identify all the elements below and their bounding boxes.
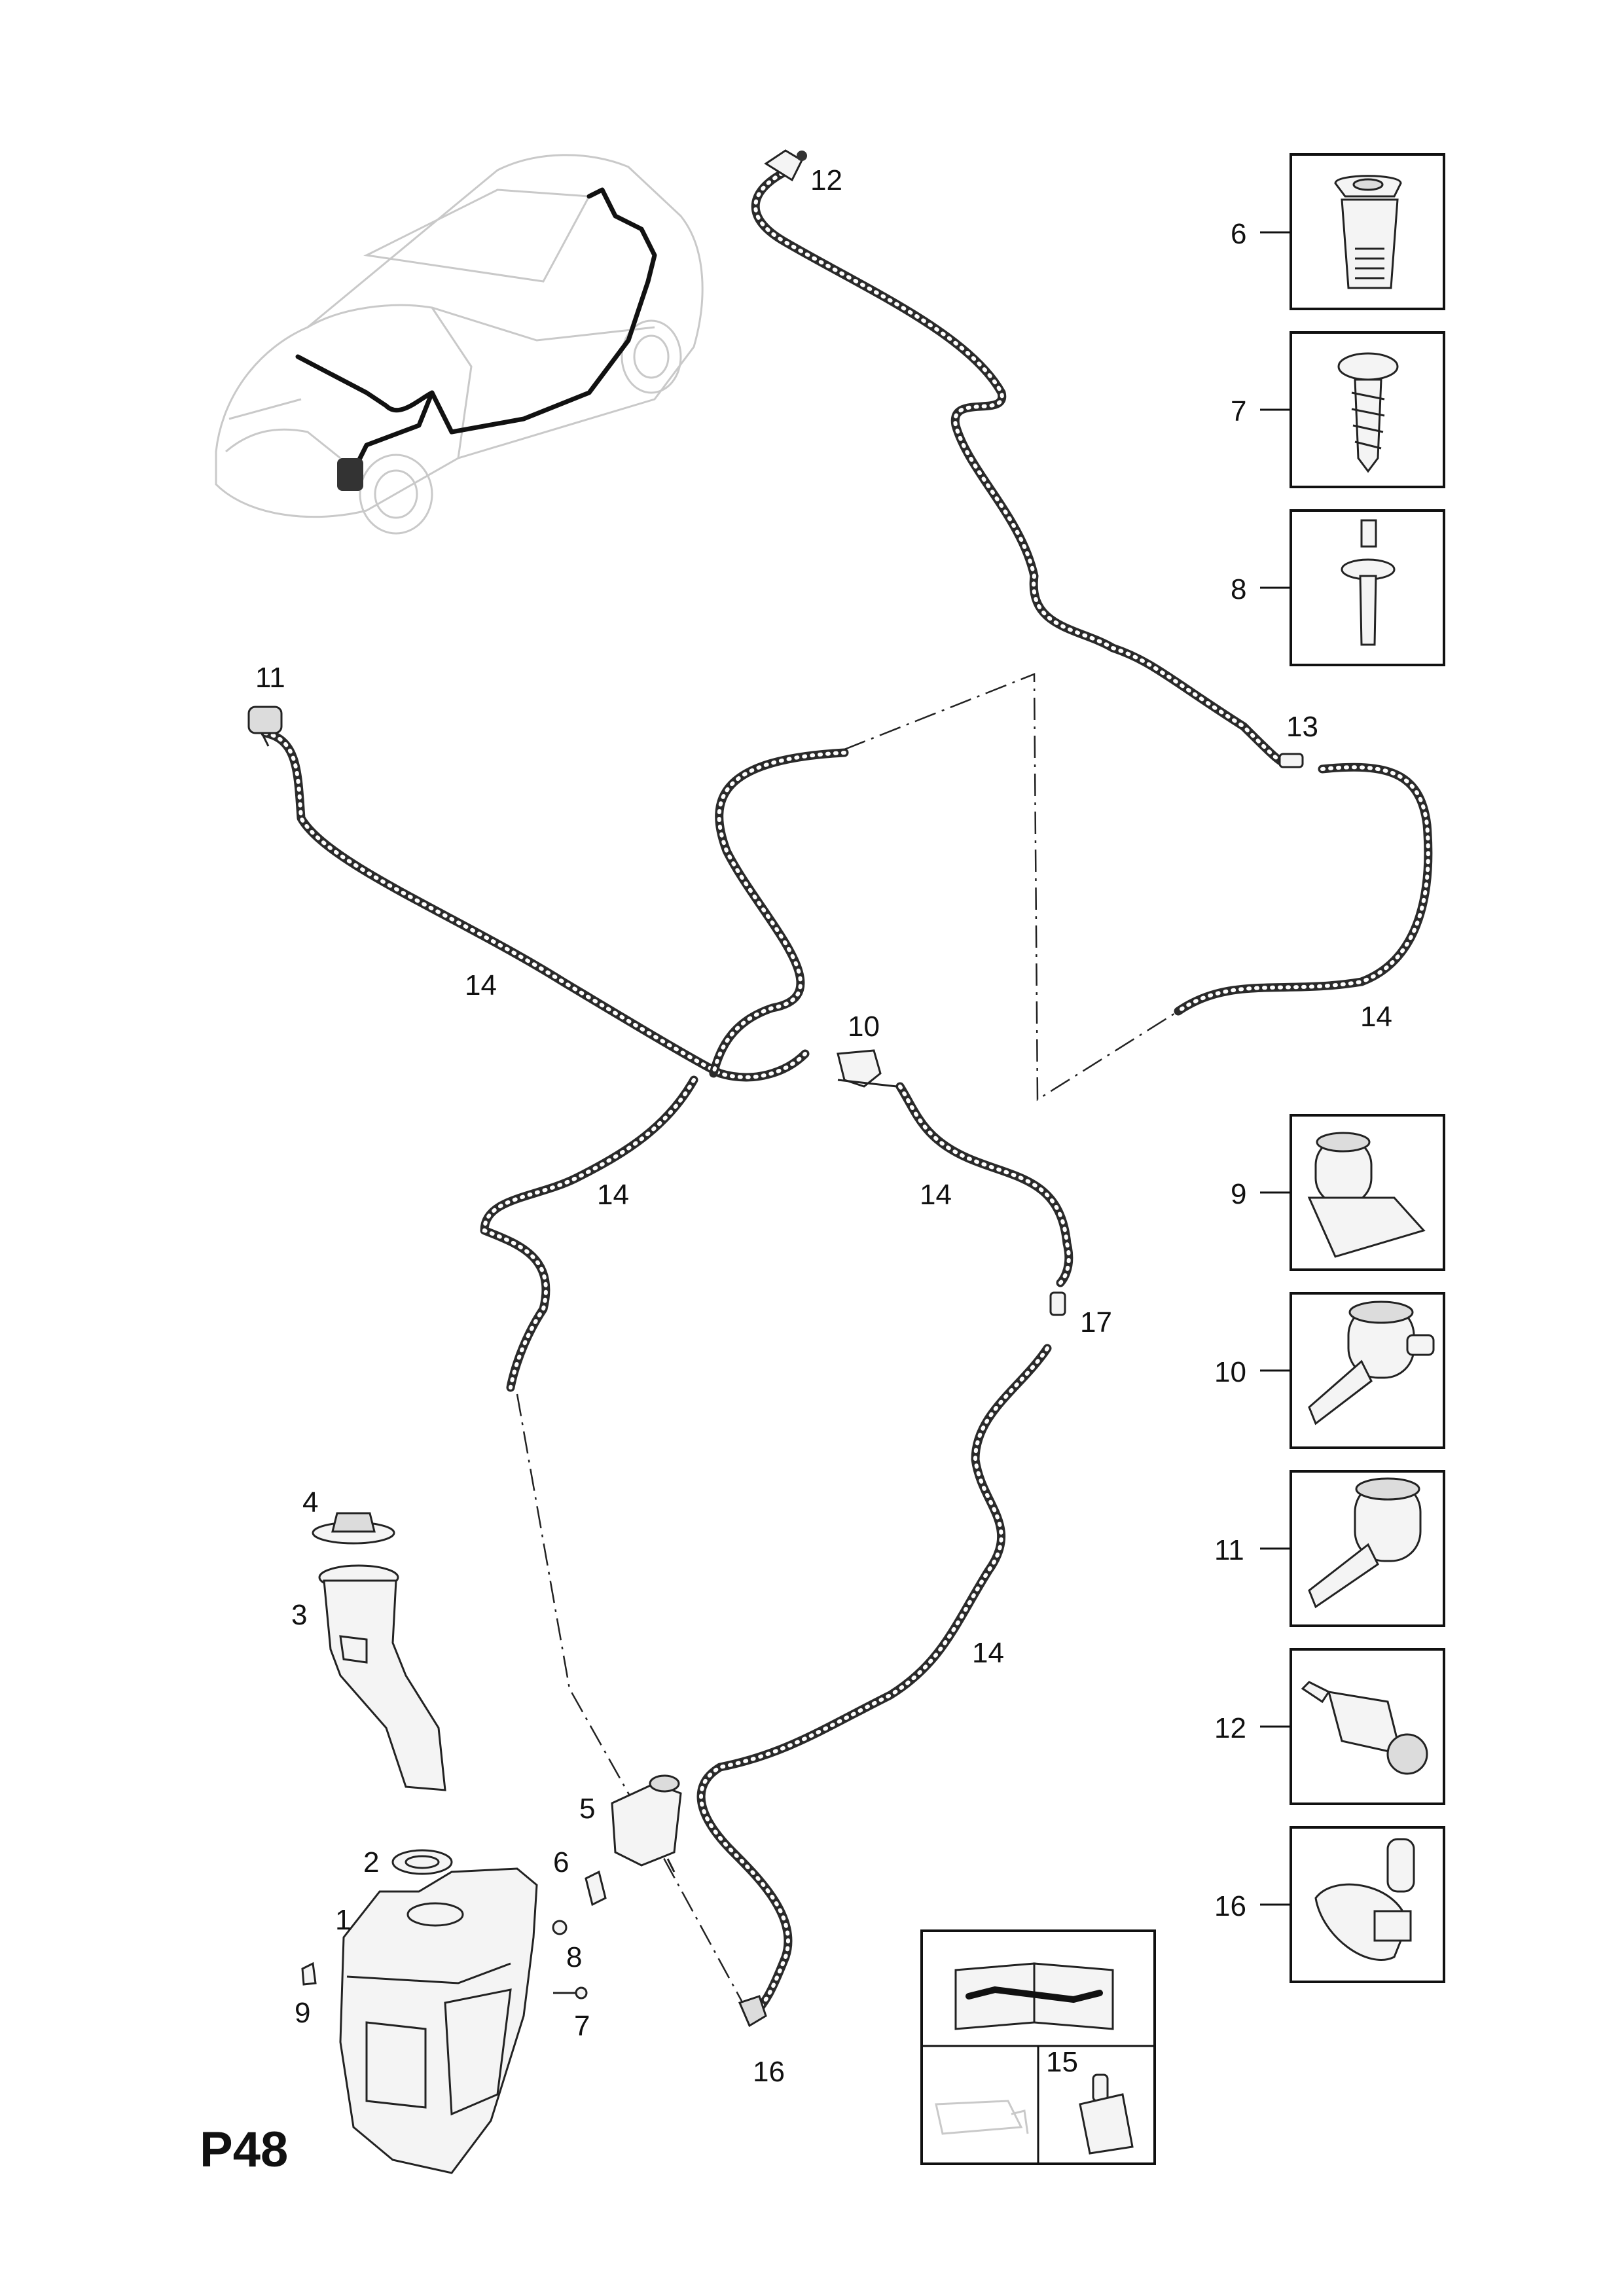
elbow-16 bbox=[738, 1995, 767, 2028]
sealant-bottle-icon bbox=[1079, 2073, 1134, 2155]
hose-14-mid-left bbox=[480, 1075, 698, 1392]
callout-8: 8 bbox=[566, 1941, 582, 1973]
callout-7: 7 bbox=[574, 2010, 590, 2042]
callout-4: 4 bbox=[302, 1486, 318, 1518]
inset-16 bbox=[1290, 1826, 1445, 1983]
fluid-icon bbox=[935, 2100, 1029, 2135]
reservoir-assembly bbox=[301, 1512, 682, 2174]
inset-label-6: 6 bbox=[1231, 218, 1246, 250]
callout-1: 1 bbox=[335, 1904, 351, 1936]
inset-label-12: 12 bbox=[1214, 1712, 1246, 1744]
callout-2: 2 bbox=[363, 1846, 379, 1878]
callout-10: 10 bbox=[848, 1011, 880, 1043]
inset-9 bbox=[1290, 1114, 1445, 1271]
callout-13: 13 bbox=[1286, 711, 1318, 743]
callout-9: 9 bbox=[295, 1997, 310, 2029]
callout-14c: 14 bbox=[920, 1179, 952, 1211]
callout-12: 12 bbox=[810, 164, 842, 196]
callout-5: 5 bbox=[579, 1793, 595, 1825]
callout-16: 16 bbox=[753, 2056, 785, 2088]
inset-7 bbox=[1290, 331, 1445, 488]
t-piece-10 bbox=[837, 1049, 897, 1088]
hose-14-right bbox=[1174, 762, 1433, 1016]
callout-14a: 14 bbox=[465, 969, 497, 1001]
inset-label-9: 9 bbox=[1231, 1178, 1246, 1210]
hose-14-long-rear bbox=[751, 169, 1291, 768]
inset-10 bbox=[1290, 1292, 1445, 1449]
callout-14d: 14 bbox=[1360, 1001, 1392, 1033]
callout-14b: 14 bbox=[597, 1179, 629, 1211]
hose-14-mid-right bbox=[895, 1082, 1074, 1287]
callout-3: 3 bbox=[291, 1599, 307, 1631]
connector-17 bbox=[1049, 1291, 1066, 1316]
inset-12 bbox=[1290, 1648, 1445, 1805]
callout-17: 17 bbox=[1080, 1306, 1112, 1338]
routing-lines bbox=[516, 673, 1179, 2010]
callout-14e: 14 bbox=[972, 1637, 1004, 1669]
hose-14-top bbox=[709, 748, 849, 1078]
nozzle-12 bbox=[764, 149, 807, 182]
inset-leaders bbox=[1260, 231, 1291, 1906]
inset-label-10: 10 bbox=[1214, 1356, 1246, 1388]
hose-14-left bbox=[261, 728, 810, 1082]
hose-14-bottom bbox=[696, 1344, 1052, 2020]
callout-15: 15 bbox=[1046, 2046, 1078, 2078]
service-manual-icon bbox=[954, 1962, 1114, 2030]
inset-label-11: 11 bbox=[1214, 1534, 1244, 1566]
inset-label-16: 16 bbox=[1214, 1890, 1246, 1922]
inset-label-8: 8 bbox=[1231, 573, 1246, 605]
nozzle-11 bbox=[247, 706, 283, 747]
inset-8 bbox=[1290, 509, 1445, 666]
legend-box bbox=[920, 1929, 1156, 2165]
inset-6 bbox=[1290, 153, 1445, 310]
inset-11 bbox=[1290, 1470, 1445, 1627]
vehicle-overview-icon bbox=[215, 154, 704, 535]
page-code: P48 bbox=[200, 2122, 288, 2178]
inset-label-7: 7 bbox=[1231, 395, 1246, 427]
connector-13 bbox=[1278, 753, 1304, 768]
callout-6: 6 bbox=[553, 1846, 569, 1878]
callout-11: 11 bbox=[255, 662, 285, 694]
